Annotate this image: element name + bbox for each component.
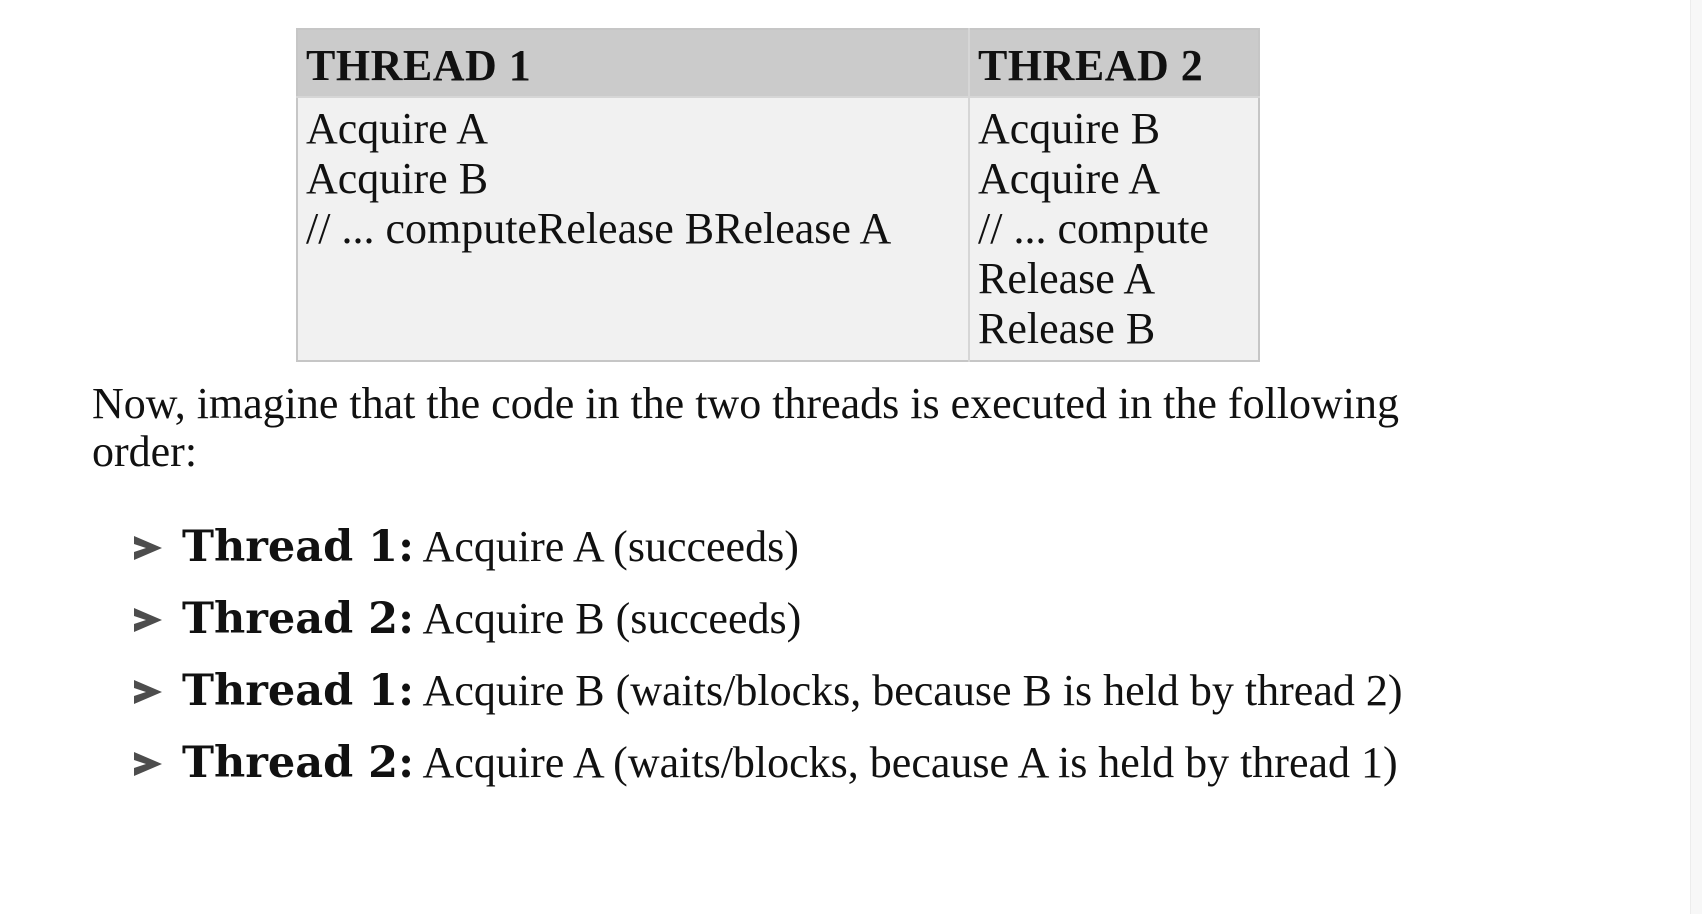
execution-order-list: Thread 1: Acquire A (succeeds) Thread 2:… (130, 522, 1490, 810)
table-header-row: THREAD 1 THREAD 2 (297, 29, 1259, 98)
step-action-text: Acquire A (succeeds) (413, 522, 799, 571)
code-line: Acquire A (306, 104, 489, 153)
list-item: Thread 1: Acquire A (succeeds) (130, 522, 1490, 572)
list-item: Thread 1: Acquire B (waits/blocks, becau… (130, 666, 1490, 716)
table-row: Acquire A Acquire B // ... computeReleas… (297, 97, 1259, 361)
scrollbar-gutter[interactable] (1690, 0, 1702, 914)
step-thread-label: Thread 1: (182, 522, 414, 572)
intro-paragraph: Now, imagine that the code in the two th… (92, 379, 1400, 476)
list-item: Thread 2: Acquire A (waits/blocks, becau… (130, 738, 1490, 788)
code-line: Release B (978, 304, 1156, 353)
thread-1-code-cell: Acquire A Acquire B // ... computeReleas… (297, 97, 970, 361)
code-line: Acquire B (978, 104, 1161, 153)
step-action-text: Acquire B (succeeds) (413, 594, 802, 643)
list-item: Thread 2: Acquire B (succeeds) (130, 594, 1490, 644)
step-action-text: Acquire A (waits/blocks, because A is he… (413, 738, 1398, 787)
arrow-bullet-icon (134, 680, 162, 704)
code-line: Acquire B (306, 154, 489, 203)
code-line: Acquire A (978, 154, 1161, 203)
table-header-thread-1: THREAD 1 (297, 29, 970, 98)
code-line: Release A (978, 254, 1156, 303)
thread-2-code-cell: Acquire B Acquire A // ... compute Relea… (969, 97, 1259, 361)
step-thread-label: Thread 2: (182, 594, 414, 644)
code-line: // ... computeRelease BRelease A (306, 204, 892, 253)
thread-comparison-table: THREAD 1 THREAD 2 Acquire A Acquire B //… (296, 28, 1260, 362)
step-thread-label: Thread 2: (182, 738, 414, 788)
arrow-bullet-icon (134, 608, 162, 632)
arrow-bullet-icon (134, 752, 162, 776)
table-header-thread-2: THREAD 2 (969, 29, 1259, 98)
step-thread-label: Thread 1: (182, 666, 414, 716)
step-action-text: Acquire B (waits/blocks, because B is he… (413, 666, 1403, 715)
arrow-bullet-icon (134, 536, 162, 560)
code-line: // ... compute (978, 204, 1209, 253)
